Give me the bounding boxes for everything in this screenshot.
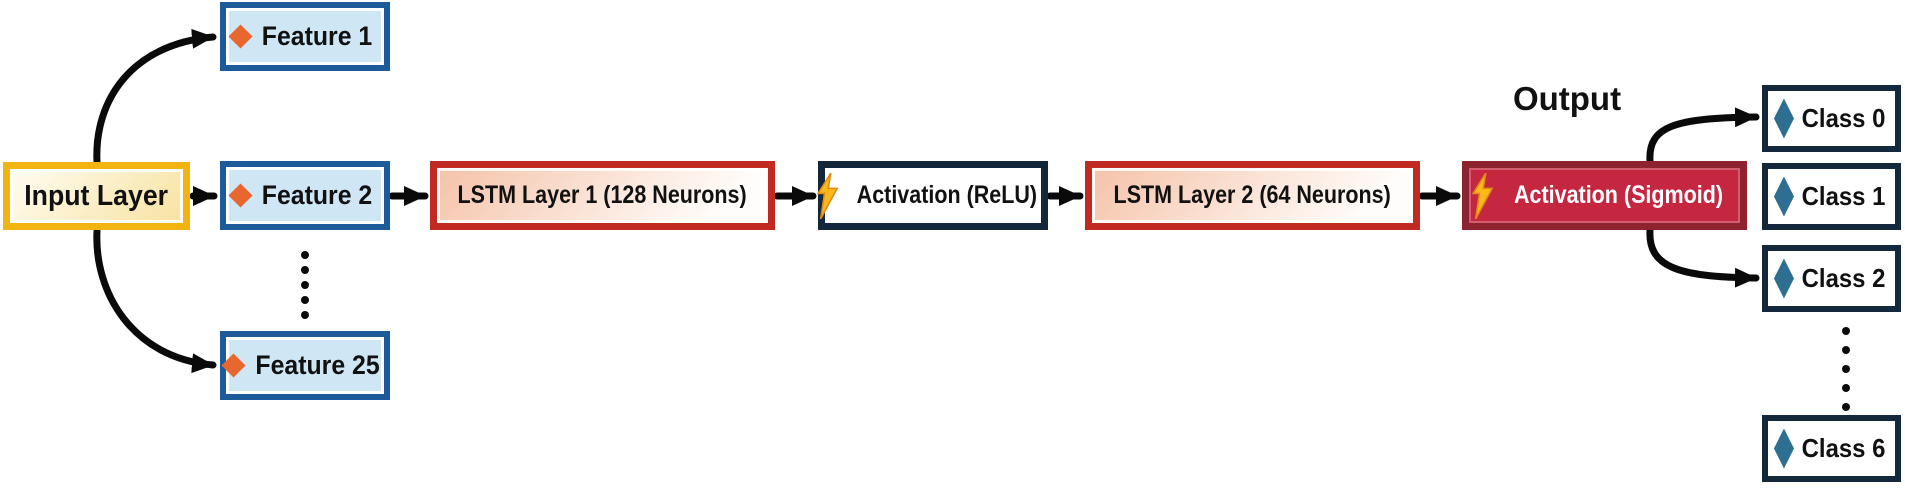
- diamond-icon: [1773, 258, 1794, 299]
- arrow-input-to-feature25: [93, 227, 217, 374]
- class-0-label: Class 0: [1801, 103, 1886, 133]
- lstm-layer-1-box: LSTM Layer 1 (128 Neurons): [430, 161, 775, 230]
- class-2-label: Class 2: [1801, 263, 1886, 293]
- output-label: Output: [1512, 80, 1622, 117]
- activation-relu-label: Activation (ReLU): [856, 181, 1038, 209]
- arrow-input-to-feature1: [93, 28, 217, 166]
- feature-25-label: Feature 25: [255, 350, 380, 380]
- lightning-icon: [1471, 172, 1494, 219]
- activation-sigmoid-label: Activation (Sigmoid): [1513, 181, 1724, 209]
- lstm-layer-2-label: LSTM Layer 2 (64 Neurons): [1113, 181, 1392, 209]
- features-ellipsis: [301, 251, 309, 319]
- class-6-box: Class 6: [1762, 415, 1901, 482]
- class-1-box: Class 1: [1762, 163, 1901, 230]
- feature-1-box: Feature 1: [220, 2, 390, 71]
- class-1-label: Class 1: [1801, 181, 1886, 211]
- feature-2-box: Feature 2: [220, 161, 390, 230]
- classes-ellipsis: [1842, 327, 1850, 411]
- lstm-layer-1-label: LSTM Layer 1 (128 Neurons): [457, 181, 748, 209]
- diamond-icon: [228, 24, 253, 49]
- arrow-sigmoid-to-class2: [1646, 226, 1760, 288]
- class-0-box: Class 0: [1762, 85, 1901, 152]
- diamond-icon: [1773, 98, 1794, 139]
- input-layer-label: Input Layer: [24, 179, 169, 212]
- activation-sigmoid-box: Activation (Sigmoid): [1462, 161, 1747, 230]
- diamond-icon: [1773, 428, 1794, 469]
- feature-2-label: Feature 2: [262, 180, 373, 210]
- diamond-icon: [221, 353, 246, 378]
- arrow-sigmoid-to-class0: [1646, 107, 1760, 165]
- input-layer-box: Input Layer: [3, 162, 190, 230]
- lstm-layer-2-box: LSTM Layer 2 (64 Neurons): [1085, 161, 1420, 230]
- class-6-label: Class 6: [1801, 433, 1886, 463]
- activation-relu-box: Activation (ReLU): [816, 161, 1048, 230]
- feature-1-label: Feature 1: [262, 21, 373, 51]
- diamond-icon: [1773, 176, 1794, 217]
- diamond-icon: [228, 183, 253, 208]
- lightning-icon: [816, 172, 839, 219]
- class-2-box: Class 2: [1762, 245, 1901, 312]
- feature-25-box: Feature 25: [220, 331, 390, 400]
